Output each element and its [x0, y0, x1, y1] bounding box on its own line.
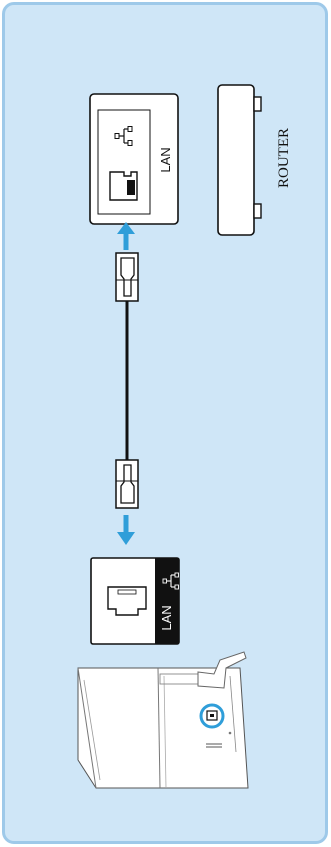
router-device: ROUTER: [217, 84, 292, 236]
device-lan-label: LAN: [159, 605, 174, 630]
arrow-icon: [117, 222, 135, 250]
router-lan-label: LAN: [158, 147, 173, 172]
device-body: [77, 651, 249, 789]
router-label: ROUTER: [276, 128, 292, 188]
rj45-connector-icon: [115, 459, 139, 509]
router-lan-panel: LAN: [89, 93, 179, 225]
device-lan-panel: LAN: [90, 557, 180, 645]
network-icon: [114, 126, 133, 146]
arrow-icon: [117, 515, 135, 545]
rj45-connector-icon: [115, 252, 139, 302]
network-icon: [162, 572, 179, 590]
ethernet-port-icon: [109, 171, 138, 201]
ethernet-port-icon: [107, 586, 147, 616]
